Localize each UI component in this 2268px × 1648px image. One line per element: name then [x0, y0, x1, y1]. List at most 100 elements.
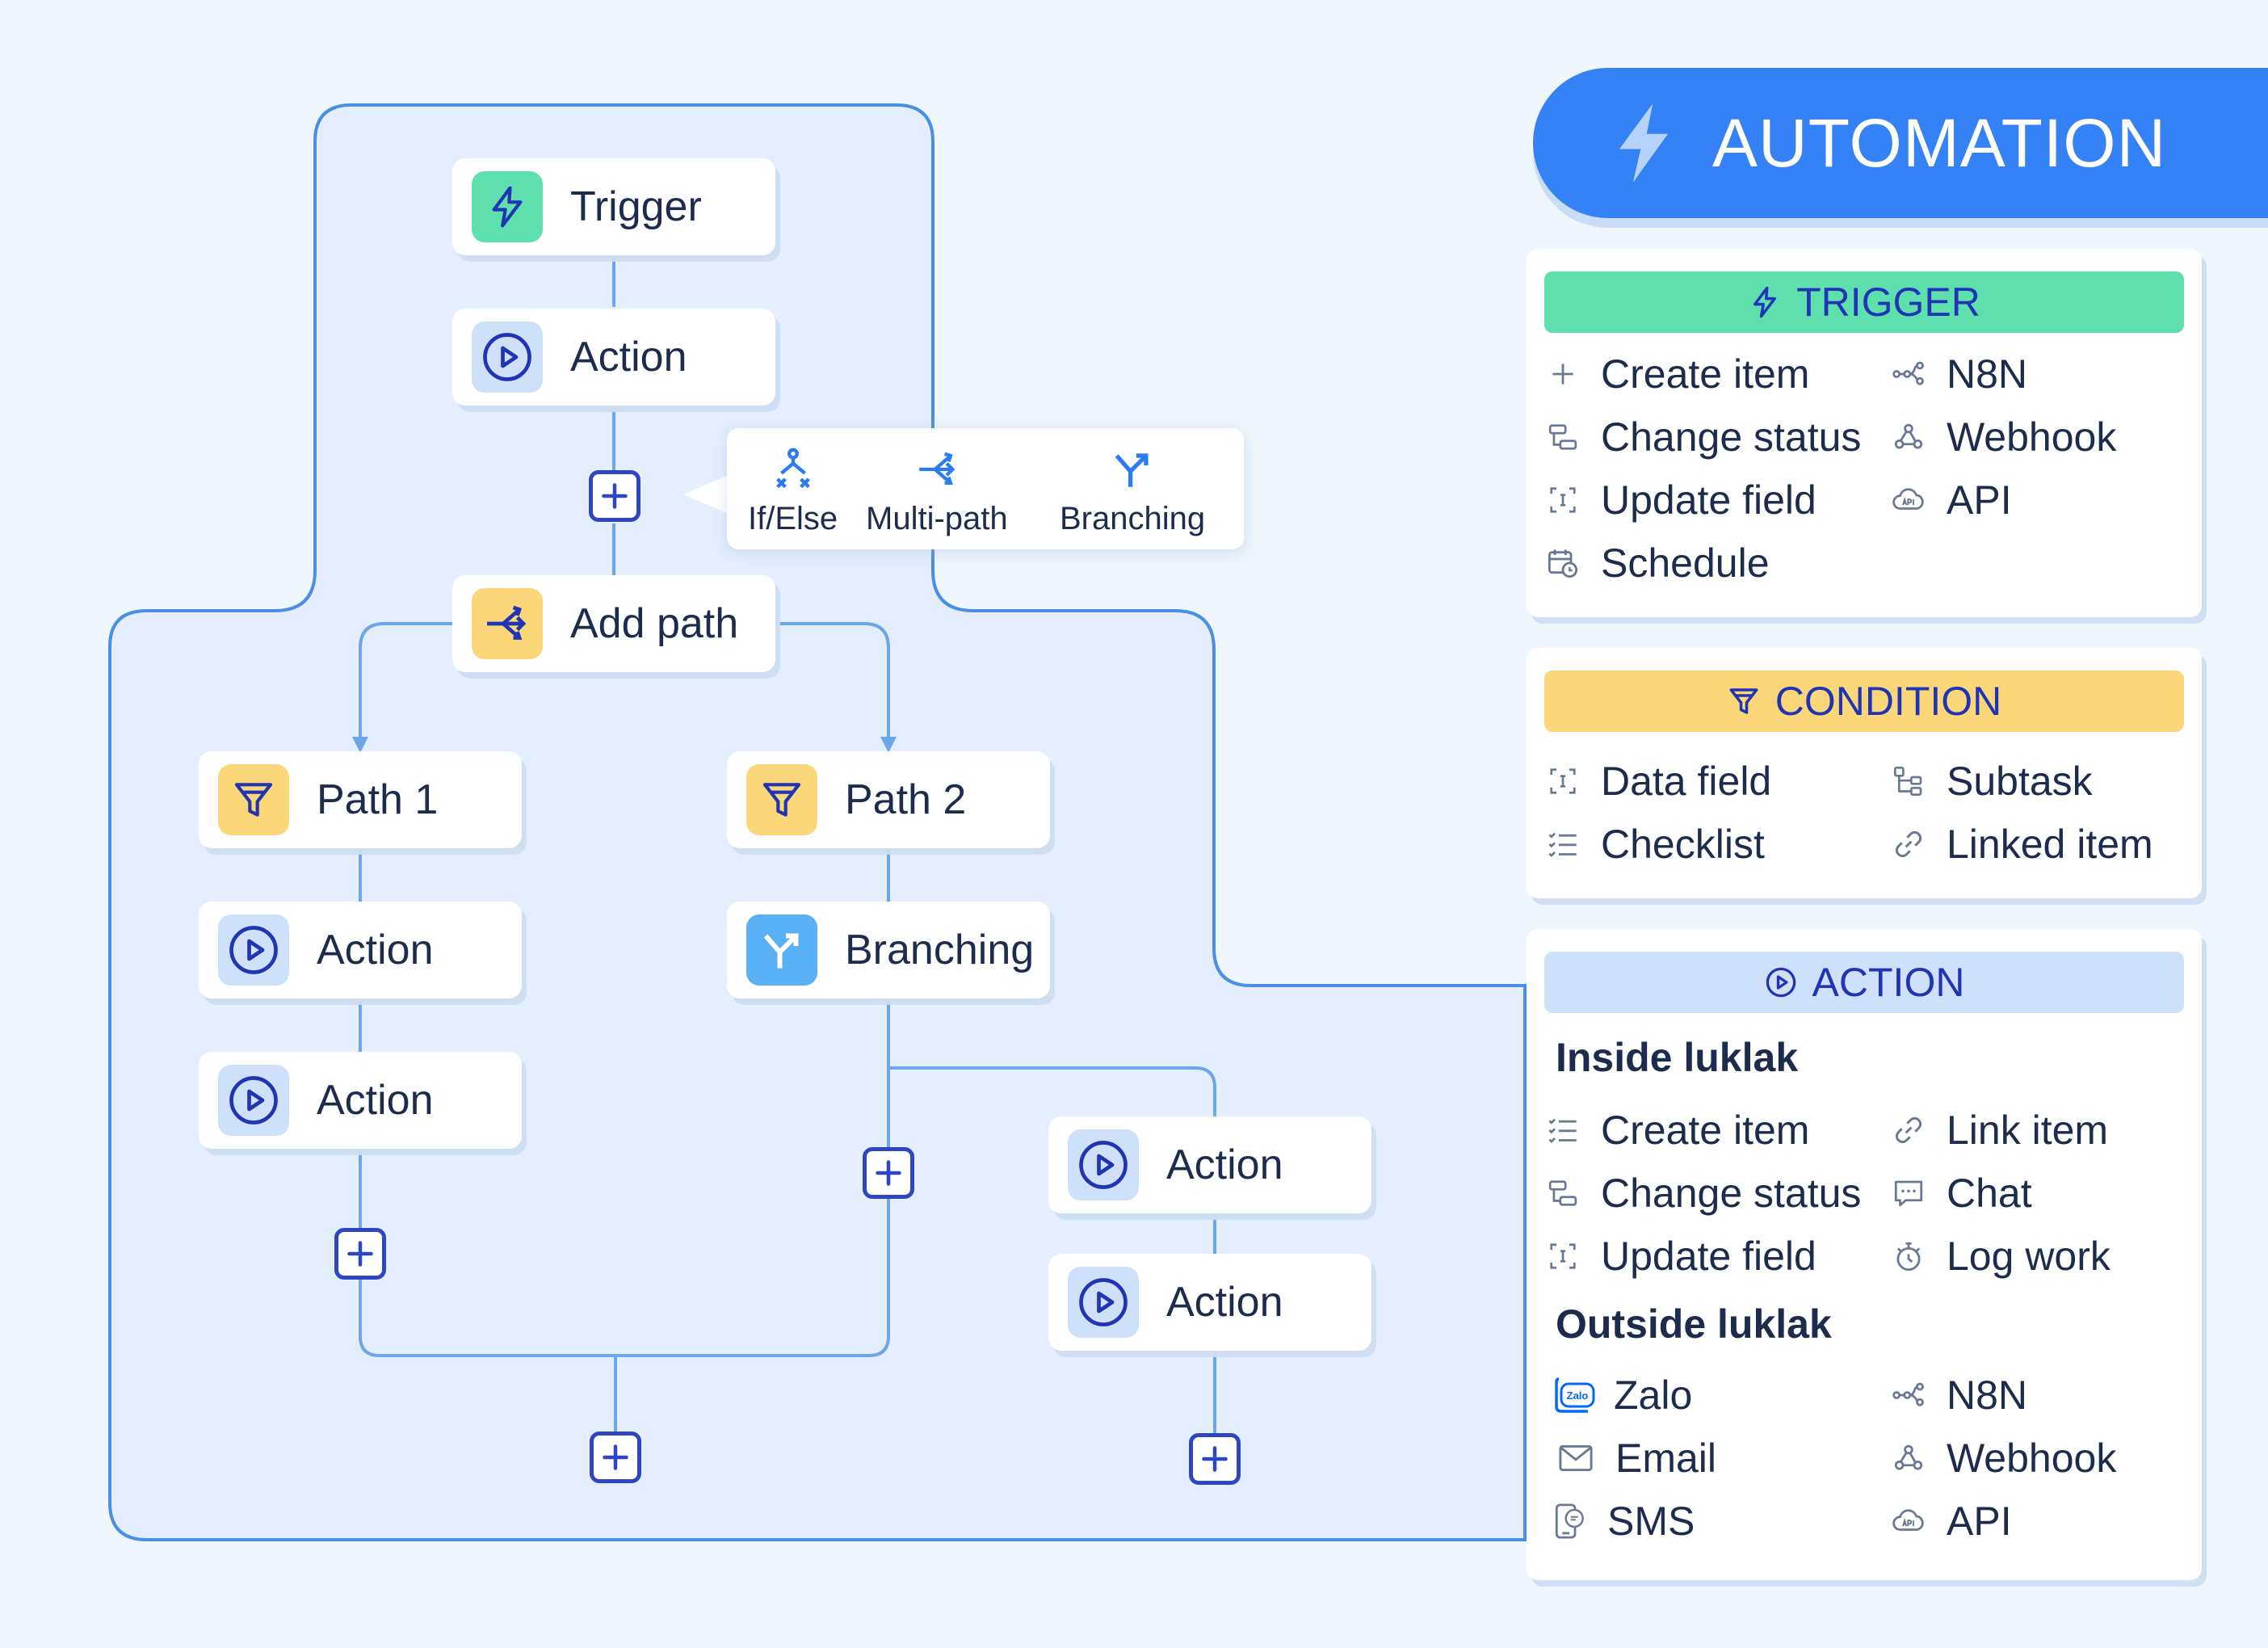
path-option-multi-path[interactable]: Multi-path [866, 446, 1008, 537]
path-option-if-else[interactable]: If/Else [748, 446, 838, 537]
multi-path-icon [919, 452, 956, 486]
add-step-button[interactable] [863, 1147, 914, 1199]
item-label: Email [1615, 1436, 1717, 1481]
trigger-item-update-field[interactable]: Update field [1546, 477, 1816, 523]
action-item-n8n[interactable]: N8N [1892, 1372, 2027, 1419]
item-label: Checklist [1601, 822, 1765, 867]
webhook-icon [1892, 1441, 1926, 1475]
add-step-button[interactable] [334, 1228, 386, 1280]
outside-luklak-heading: Outside luklak [1556, 1301, 1832, 1347]
path-option-label: Multi-path [866, 501, 1008, 536]
branching-node-label: Branching [845, 927, 1035, 973]
trigger-node-label: Trigger [570, 183, 702, 230]
path1-action-node-1[interactable]: Action [199, 902, 522, 998]
link-icon [1892, 827, 1926, 861]
item-label: Create item [1601, 351, 1810, 397]
action-node-label: Action [1166, 1279, 1283, 1326]
action-panel-title: ACTION [1812, 960, 1965, 1005]
path2-node-label: Path 2 [845, 776, 967, 823]
add-path-icon [472, 588, 543, 659]
action-item-sms[interactable]: SMS [1552, 1498, 1695, 1545]
branching-icon [746, 914, 817, 986]
path1-action-node-2[interactable]: Action [199, 1052, 522, 1149]
plus-icon [603, 1444, 628, 1470]
item-label: Webhook [1947, 1436, 2117, 1481]
trigger-item-n8n[interactable]: N8N [1892, 351, 2027, 397]
item-label: Linked item [1947, 822, 2153, 867]
condition-item-checklist[interactable]: Checklist [1546, 821, 1765, 868]
action-item-create-item[interactable]: Create item [1546, 1107, 1809, 1154]
action-item-change-status[interactable]: Change status [1546, 1170, 1861, 1217]
play-circle-icon [218, 1065, 289, 1136]
webhook-icon [1892, 420, 1926, 454]
link-icon [1892, 1113, 1926, 1147]
if-else-icon [775, 448, 810, 489]
action-node-top[interactable]: Action [452, 309, 775, 406]
action-item-zalo[interactable]: Zalo Zalo [1554, 1372, 1692, 1419]
trigger-item-create-item[interactable]: Create item [1546, 351, 1809, 397]
action-item-api[interactable]: API [1892, 1498, 2012, 1545]
item-label: Webhook [1947, 414, 2117, 460]
condition-item-subtask[interactable]: Subtask [1892, 758, 2093, 805]
trigger-panel-header: TRIGGER [1544, 271, 2184, 333]
action-item-log-work[interactable]: Log work [1892, 1233, 2110, 1280]
stopwatch-icon [1892, 1239, 1926, 1273]
condition-panel-header: CONDITION [1544, 671, 2184, 732]
action-item-chat[interactable]: Chat [1892, 1170, 2032, 1217]
action-item-webhook[interactable]: Webhook [1892, 1435, 2116, 1482]
field-icon [1546, 1239, 1580, 1273]
item-label: Schedule [1601, 540, 1770, 586]
action-item-link-item[interactable]: Link item [1892, 1107, 2108, 1154]
banner-title: AUTOMATION [1712, 104, 2167, 181]
status-icon [1546, 420, 1580, 454]
arrow-head-left [352, 737, 368, 753]
item-label: API [1947, 477, 2012, 523]
filter-icon [746, 764, 817, 835]
trigger-node[interactable]: Trigger [452, 158, 775, 255]
popover-tail [683, 475, 729, 514]
status-icon [1546, 1176, 1580, 1210]
automation-banner: AUTOMATION [1533, 68, 2268, 218]
add-step-button[interactable] [589, 470, 640, 522]
plus-icon [1546, 357, 1580, 391]
add-step-button[interactable] [590, 1431, 641, 1483]
trigger-panel: TRIGGER Create item Change status Update… [1527, 249, 2202, 617]
calendar-clock-icon [1546, 546, 1580, 580]
field-icon [1546, 764, 1580, 798]
lightning-icon [472, 171, 543, 242]
branch-action-node-2[interactable]: Action [1048, 1254, 1371, 1351]
add-step-button[interactable] [1189, 1433, 1241, 1485]
condition-item-linked-item[interactable]: Linked item [1892, 821, 2153, 868]
path2-node[interactable]: Path 2 [727, 751, 1050, 848]
item-label: Update field [1601, 477, 1816, 523]
plus-icon [347, 1241, 373, 1267]
item-label: Update field [1601, 1234, 1816, 1279]
branch-action-node-1[interactable]: Action [1048, 1116, 1371, 1213]
branching-node[interactable]: Branching [727, 902, 1050, 998]
item-label: Zalo [1614, 1373, 1693, 1418]
action-node-label: Action [1166, 1141, 1283, 1188]
item-label: N8N [1947, 1373, 2028, 1418]
trigger-item-api[interactable]: API [1892, 477, 2012, 523]
action-item-email[interactable]: Email [1557, 1435, 1716, 1482]
play-circle-icon [1068, 1129, 1139, 1200]
trigger-item-schedule[interactable]: Schedule [1546, 540, 1770, 586]
n8n-icon [1892, 1378, 1926, 1412]
action-item-update-field[interactable]: Update field [1546, 1233, 1816, 1280]
condition-item-data-field[interactable]: Data field [1546, 758, 1771, 805]
path1-node[interactable]: Path 1 [199, 751, 522, 848]
trigger-item-change-status[interactable]: Change status [1546, 414, 1861, 460]
condition-panel: CONDITION Data field Checklist Subtask L… [1527, 648, 2202, 898]
plus-icon [602, 483, 628, 509]
action-node-label: Action [570, 334, 687, 380]
action-panel: ACTION Inside luklak Create item Change … [1527, 929, 2202, 1580]
action-node-label: Action [317, 1077, 434, 1124]
filter-icon [1729, 688, 1758, 714]
path-option-branching[interactable]: Branching [1060, 446, 1205, 537]
trigger-item-webhook[interactable]: Webhook [1892, 414, 2116, 460]
n8n-icon [1892, 357, 1926, 391]
connector-lines [359, 257, 1216, 1433]
add-path-node[interactable]: Add path [452, 575, 775, 672]
item-label: Chat [1947, 1171, 2032, 1216]
zalo-logo-text: Zalo [1567, 1389, 1589, 1402]
